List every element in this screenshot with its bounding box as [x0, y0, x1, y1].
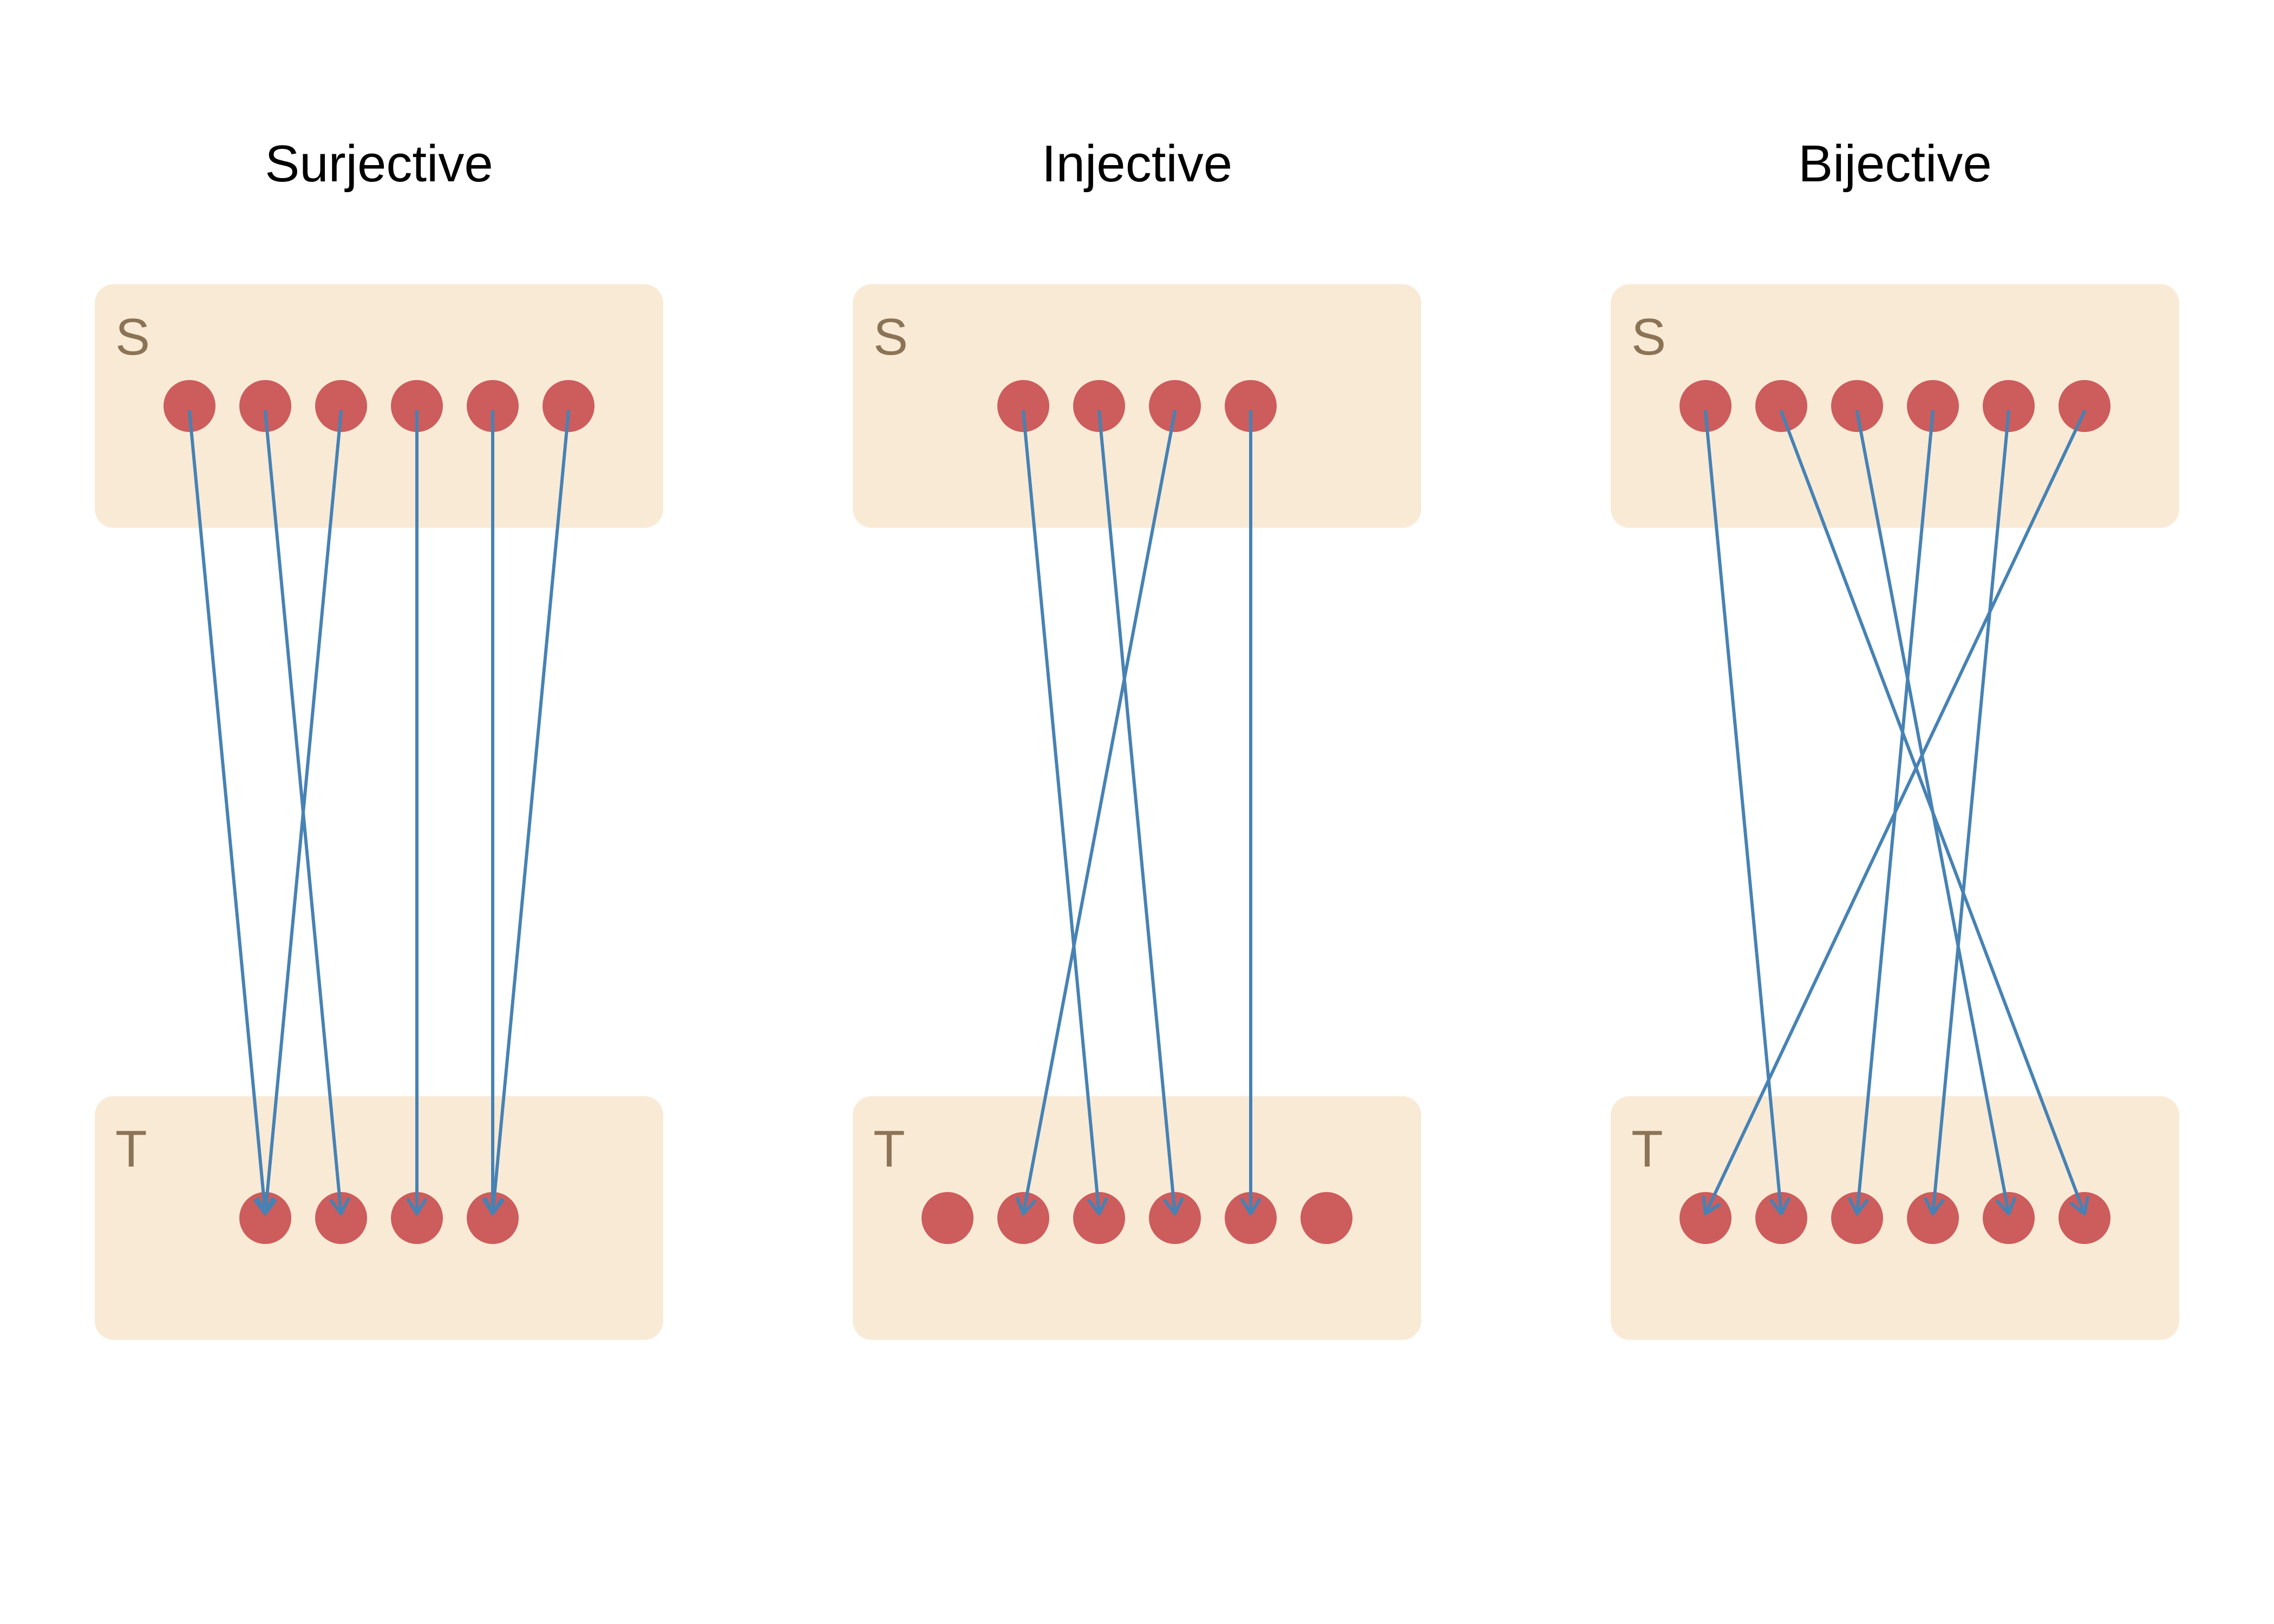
mapping-arrow-line: [1022, 410, 1101, 1215]
target-element-node: [239, 1192, 291, 1244]
mapping-arrow: [1848, 410, 1935, 1215]
mapping-arrow-line: [491, 410, 570, 1215]
target-element-node: [315, 1192, 367, 1244]
target-set-box: [95, 1096, 663, 1340]
mapping-arrow: [1855, 410, 2016, 1215]
mapping-arrow-line: [1704, 410, 2086, 1215]
source-element-node: [1907, 380, 1959, 432]
target-element-node: [1149, 1192, 1201, 1244]
mapping-arrow-head: [483, 1197, 505, 1215]
mapping-arrow: [1924, 410, 2010, 1215]
mapping-arrow-head: [1702, 1195, 1721, 1215]
mapping-arrow-head: [1848, 1197, 1869, 1215]
mapping-arrow: [1022, 410, 1108, 1215]
source-element-node: [1983, 380, 2035, 432]
mapping-arrow: [482, 410, 503, 1215]
source-set-box: [95, 284, 663, 528]
mapping-arrow-head: [256, 1197, 277, 1215]
target-set-box: [853, 1096, 1421, 1340]
target-set-label: T: [1631, 1120, 1663, 1178]
source-element-node: [164, 380, 215, 432]
target-element-node: [391, 1192, 443, 1244]
mapping-arrow-head: [1016, 1196, 1036, 1215]
source-element-node: [1225, 380, 1277, 432]
source-element-node: [315, 380, 367, 432]
mapping-arrow: [1704, 410, 1791, 1215]
source-set-label: S: [873, 308, 908, 366]
source-element-node: [2059, 380, 2110, 432]
mapping-arrow: [1702, 410, 2086, 1215]
source-element-node: [239, 380, 291, 432]
target-set-box: [1611, 1096, 2179, 1340]
target-set-label: T: [873, 1120, 905, 1178]
mapping-arrow-line: [1097, 410, 1177, 1215]
source-element-node: [1680, 380, 1731, 432]
target-set-label: T: [115, 1120, 147, 1178]
target-element-node: [1983, 1192, 2035, 1244]
source-element-node: [1149, 380, 1201, 432]
target-element-node: [922, 1192, 973, 1244]
source-element-node: [391, 380, 443, 432]
source-element-node: [1831, 380, 1883, 432]
target-element-node: [1755, 1192, 1807, 1244]
mapping-arrow-line: [264, 410, 343, 1215]
source-element-node: [1073, 380, 1125, 432]
mapping-arrow-line: [1022, 410, 1177, 1215]
source-set-box: [853, 284, 1421, 528]
mapping-arrow-head: [1769, 1197, 1791, 1215]
mapping-arrow: [1097, 410, 1184, 1215]
target-element-node: [1225, 1192, 1277, 1244]
mapping-arrow: [1240, 410, 1261, 1215]
source-set-label: S: [1631, 308, 1666, 366]
mapping-arrow: [188, 410, 275, 1215]
target-element-node: [1073, 1192, 1125, 1244]
panel-title: Surjective: [265, 135, 493, 193]
source-element-node: [543, 380, 594, 432]
mapping-arrow-line: [1931, 410, 2010, 1215]
mapping-arrow-head: [407, 1198, 427, 1215]
mapping-arrow-head: [1924, 1197, 1945, 1215]
target-element-node: [1301, 1192, 1352, 1244]
mapping-arrow: [1016, 410, 1177, 1215]
source-set-box: [1611, 284, 2179, 528]
mapping-arrow-head: [2069, 1196, 2089, 1215]
panel-title: Injective: [1042, 135, 1232, 193]
panel-title: Bijective: [1798, 135, 1991, 193]
mapping-arrow: [256, 410, 343, 1215]
mapping-arrow: [483, 410, 570, 1215]
mapping-arrow-line: [1704, 410, 1783, 1215]
target-element-node: [997, 1192, 1049, 1244]
mapping-arrow-head: [1996, 1196, 2016, 1215]
source-element-node: [1755, 380, 1807, 432]
source-set-label: S: [115, 308, 150, 366]
mapping-arrow: [407, 410, 427, 1215]
mapping-arrow-head: [1240, 1198, 1261, 1215]
target-element-node: [1831, 1192, 1883, 1244]
target-element-node: [2059, 1192, 2110, 1244]
mapping-arrow-head: [1087, 1197, 1108, 1215]
source-element-node: [467, 380, 519, 432]
mapping-arrow-line: [188, 410, 267, 1215]
mapping-arrow-head: [1163, 1197, 1184, 1215]
mapping-arrow-head: [329, 1197, 350, 1215]
target-element-node: [467, 1192, 519, 1244]
target-element-node: [1907, 1192, 1959, 1244]
mapping-arrow-line: [1855, 410, 2010, 1215]
source-element-node: [997, 380, 1049, 432]
